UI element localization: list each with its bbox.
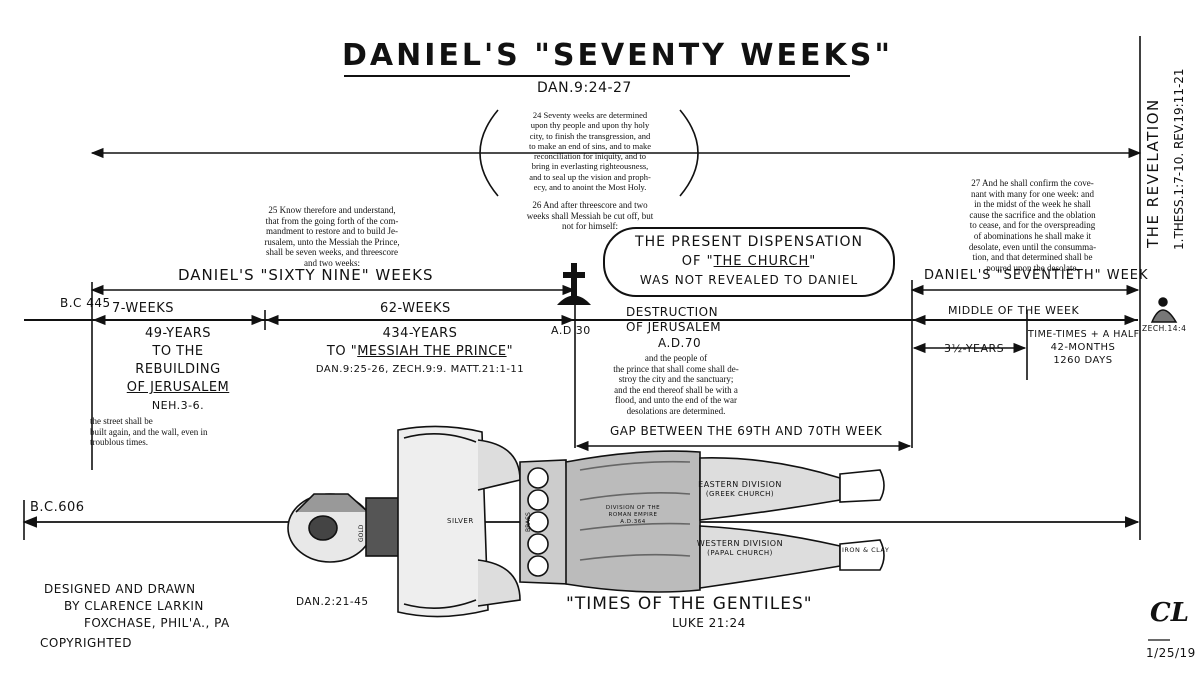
credit-l2: By Clarence Larkin (64, 599, 204, 613)
four-three-four-refs: Dan.9:25-26, Zech.9:9. Matt.21:1-11 (315, 364, 525, 375)
gap-label: Gap Between The 69th and 70th Week (610, 424, 883, 438)
chart-title: Daniel's "Seventy Weeks" (342, 38, 893, 73)
forty-nine-l3: Rebuilding (135, 362, 221, 377)
destruction-l3: A.D.70 (658, 336, 702, 350)
verse-24-text: 24 Seventy weeks are determined upon thy… (528, 110, 652, 193)
image-statue-icon (287, 425, 885, 618)
eastern-l2: (Greek Church) (705, 490, 775, 498)
verse24-right-paren (679, 109, 699, 197)
time-times-l2: 42-Months (1050, 342, 1116, 353)
mount-olives-icon (1150, 297, 1178, 323)
verse-25-text: 25 Know therefore and understand, that f… (264, 205, 400, 268)
silver-label: Silver (447, 517, 474, 525)
gentiles-label: "Times Of The Gentiles" (566, 594, 813, 614)
three-half-label: 3½-Years (944, 342, 1005, 355)
dispensation-prefix: Of " (681, 254, 714, 269)
forty-nine-years: 49-Years (144, 326, 212, 341)
bc445-label: B.C 445 (60, 296, 111, 310)
ad30-label: A.D 30 (551, 324, 591, 337)
credit-l1: Designed And Drawn (44, 582, 196, 596)
destruction-l1: Destruction (626, 305, 719, 319)
brass-label: Brass (525, 512, 532, 532)
seven-weeks-label: 7-Weeks (112, 301, 174, 316)
verse24-left-paren (479, 109, 499, 197)
zech-label: Zech.14:4 (1142, 324, 1187, 333)
monogram-cl: CL (1150, 598, 1189, 628)
dispensation-line3: Was Not Revealed To Daniel (639, 273, 859, 287)
roman-l2: Roman Empire (608, 512, 658, 518)
seventieth-week-label: Daniel's "Seventieth" Week (924, 268, 1149, 283)
verse-26b-text: and the people of the prince that shall … (613, 353, 739, 416)
dispensation-suffix: " (809, 254, 817, 269)
destruction-l2: Of Jerusalem (626, 320, 722, 334)
credit-l3: FoxChase, Phil'a., Pa (84, 616, 230, 630)
revelation-refs: 1.Thess.1:7-10. Rev.19:11-21 (1172, 68, 1186, 250)
roman-l3: A.D.364 (620, 519, 646, 525)
cross-icon (557, 263, 591, 305)
messiah-text: Messiah The Prince (357, 344, 507, 359)
forty-nine-ref: Neh.3-6. (151, 399, 205, 412)
four-three-four-years: 434-Years (382, 326, 458, 341)
forty-nine-l2: To The (152, 344, 204, 359)
messiah-suffix: " (506, 344, 514, 359)
time-times-l1: Time-Times + A Half (1028, 329, 1140, 340)
revelation-label: The Revelation (1144, 98, 1162, 248)
gentiles-ref: Luke 21:24 (672, 616, 746, 630)
sixty-two-weeks-label: 62-Weeks (380, 301, 451, 316)
time-times-l3: 1260 Days (1053, 355, 1113, 366)
western-l1: Western Division (696, 539, 784, 548)
dispensation-line1: The Present Dispensation (635, 234, 863, 250)
dispensation-church: The Church (713, 254, 810, 269)
dispensation-line2: Of "The Church" (604, 254, 894, 269)
title-reference: Dan.9:24-27 (537, 80, 632, 96)
verse-27-text: 27 And he shall confirm the cove- nant w… (968, 178, 1097, 273)
date-label: 1/25/19 (1146, 646, 1196, 660)
dispensation-box (603, 227, 895, 297)
middle-week-label: Middle Of The Week (948, 304, 1080, 317)
verse-26a-text: 26 And after threescore and two weeks sh… (526, 200, 654, 231)
verse-street-text: the street shall be built again, and the… (90, 416, 208, 447)
roman-l1: Division Of The (605, 505, 661, 511)
messiah-prefix: To " (326, 344, 358, 359)
credit-l4: Copyrighted (40, 636, 132, 650)
gold-label: Gold (358, 524, 365, 542)
four-three-four-l2: To "Messiah The Prince" (266, 344, 574, 359)
eastern-l1: Eastern Division (698, 480, 782, 489)
dan-ref-label: Dan.2:21-45 (296, 596, 369, 608)
bc606-label: B.C.606 (30, 500, 85, 515)
sixty-nine-weeks-label: Daniel's "Sixty Nine" Weeks (178, 266, 434, 284)
iron-clay-label: Iron & Clay (842, 546, 890, 554)
western-l2: (Papal Church) (707, 549, 773, 557)
forty-nine-l4: Of Jerusalem (126, 380, 230, 395)
